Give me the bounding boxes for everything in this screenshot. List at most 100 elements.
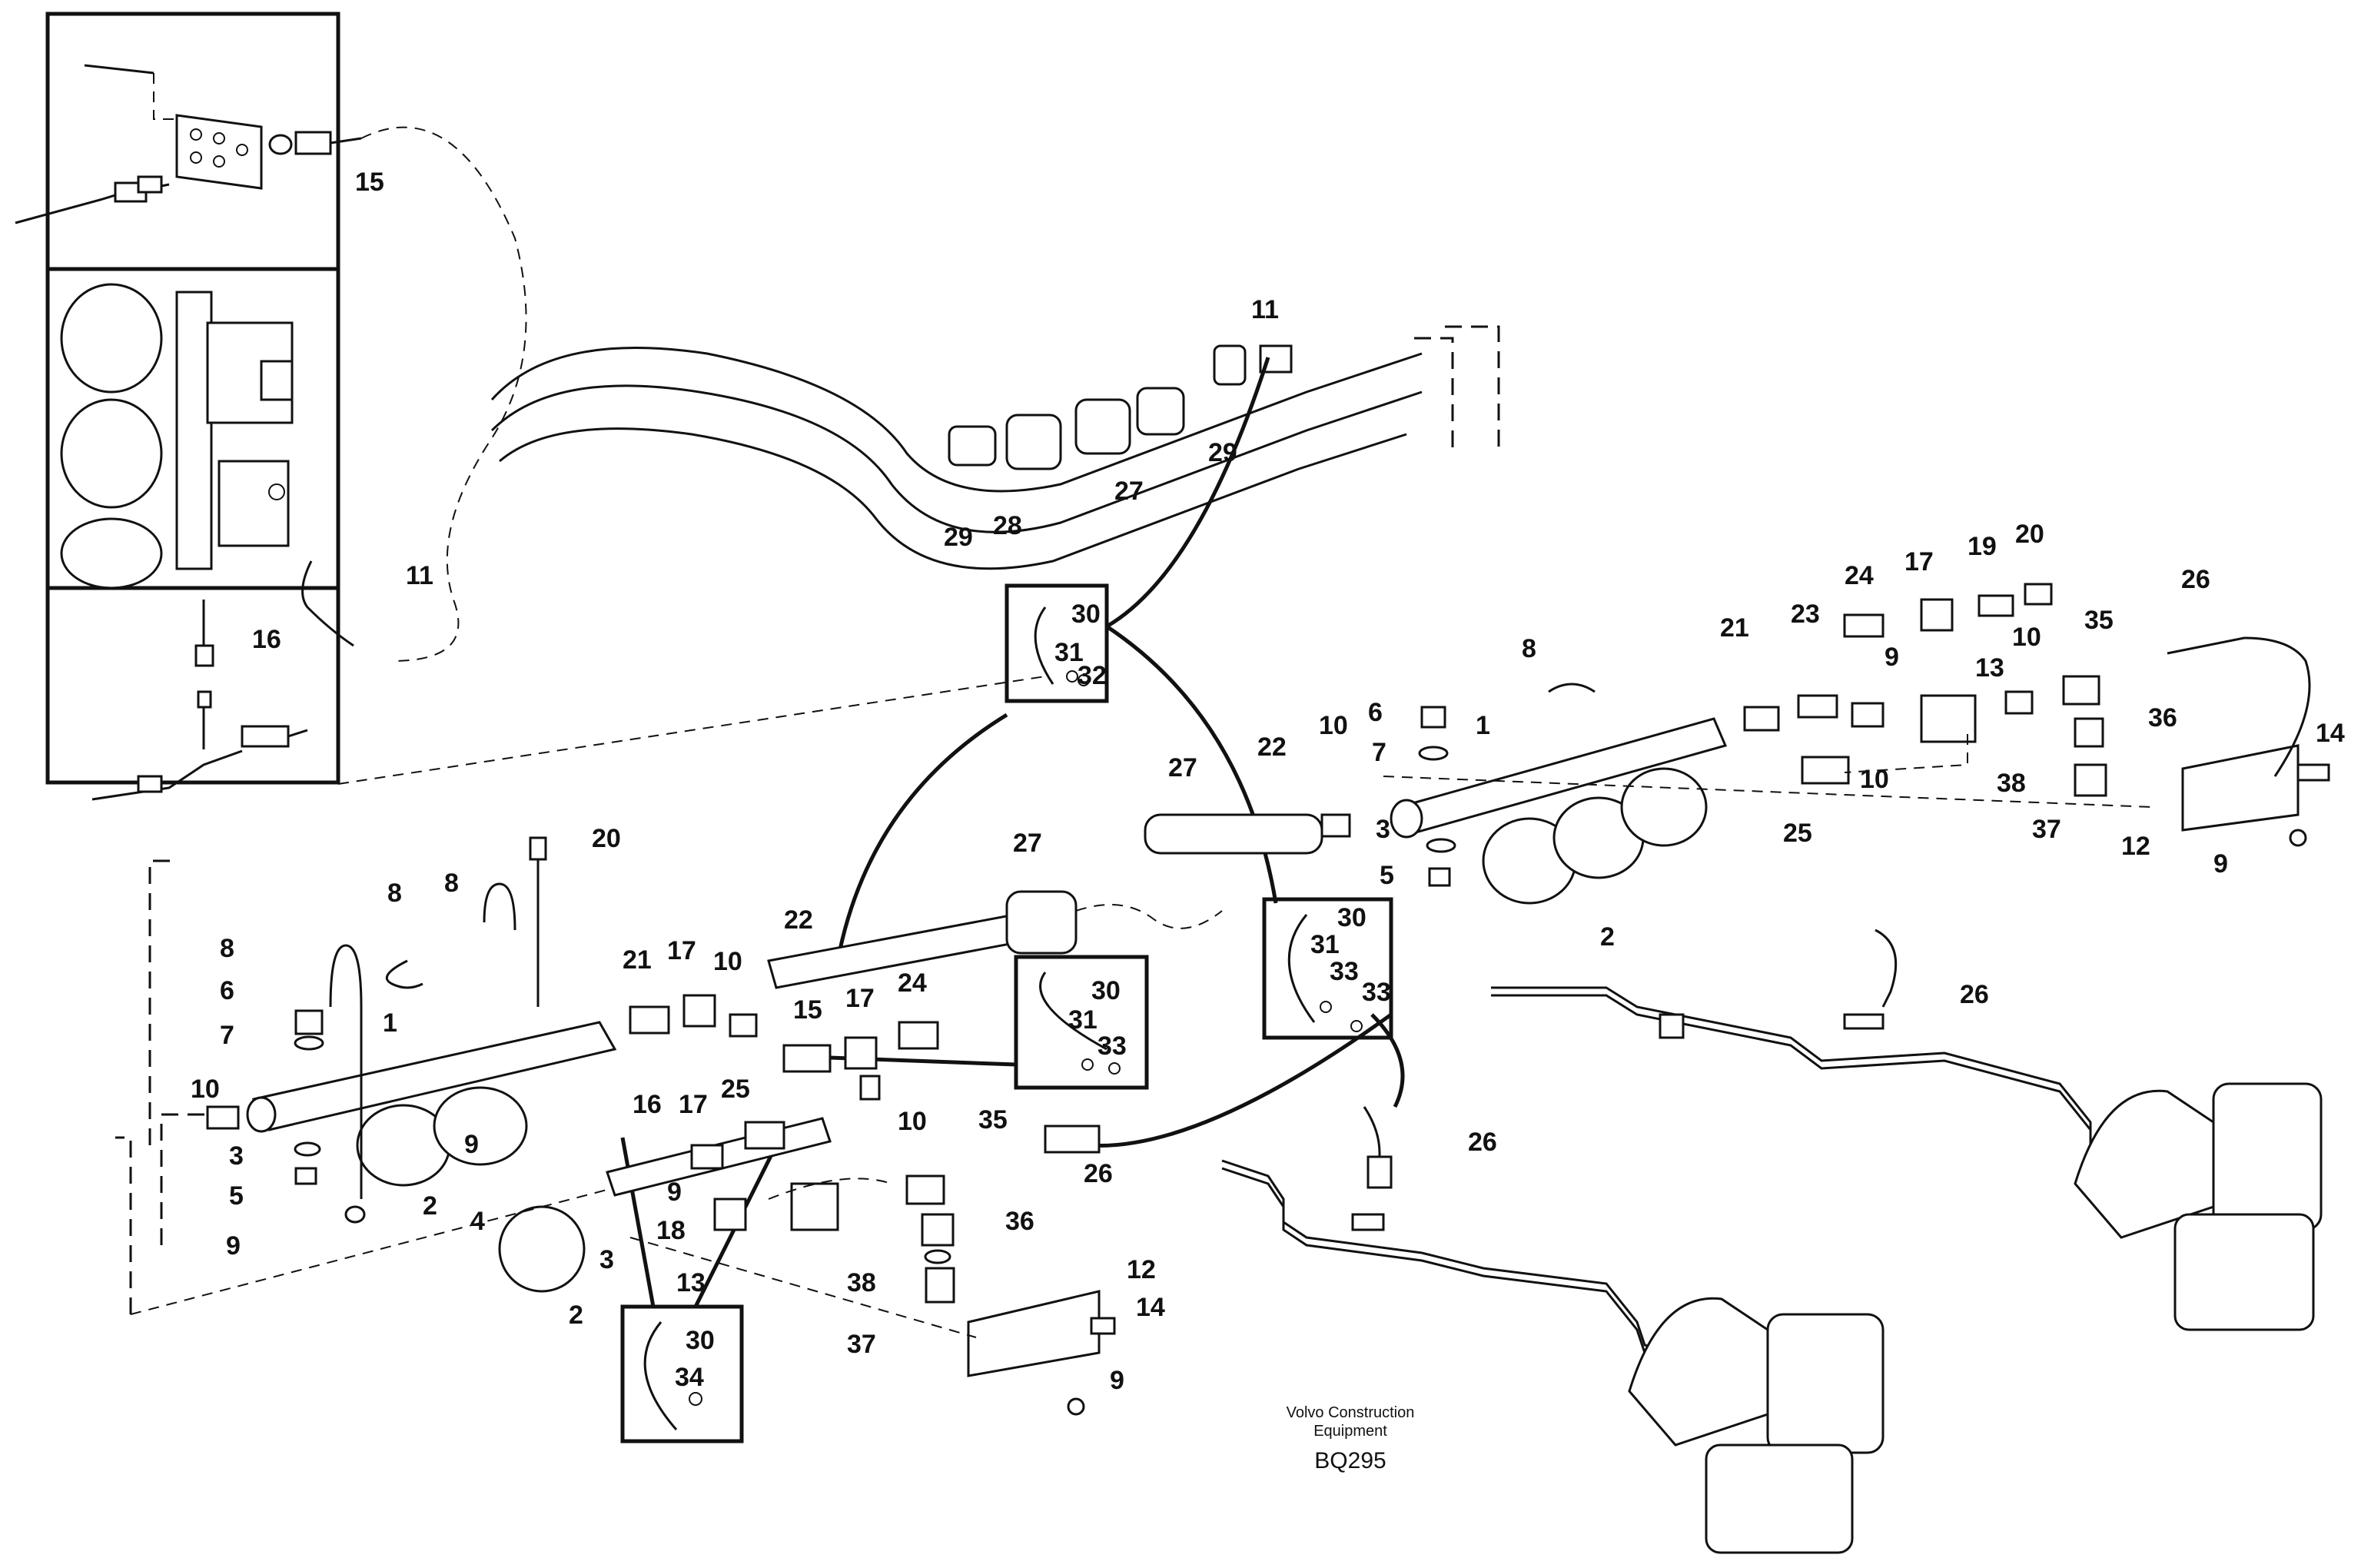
block-13b: [1920, 694, 1977, 743]
caption-division: Equipment: [1313, 1423, 1387, 1440]
callout: 3: [1376, 815, 1390, 844]
callout: 8: [1522, 634, 1536, 663]
lower-pipework: [1221, 929, 2122, 1370]
bleed-20: [529, 836, 547, 861]
callout: 26: [1468, 1128, 1497, 1157]
callout: 2: [569, 1301, 583, 1330]
hose-bundle: [490, 325, 1500, 570]
callout: 17: [845, 984, 875, 1013]
fitting-25: [744, 1121, 785, 1150]
callout: 9: [226, 1231, 241, 1261]
callout: 6: [1368, 698, 1383, 727]
tee-17: [844, 1036, 878, 1070]
fitting-24b: [1843, 613, 1885, 638]
callout: 17: [1904, 547, 1934, 576]
middle-tube: [606, 890, 1223, 1416]
detail-box-lower: [620, 1304, 744, 1443]
callout: 35: [978, 1105, 1008, 1134]
fitting-10c: [2004, 690, 2034, 715]
callout: 9: [667, 1178, 682, 1207]
u-bolt-8c: [1548, 683, 1596, 693]
callout: 12: [1127, 1255, 1156, 1284]
callout: 38: [847, 1268, 876, 1297]
elbow-18: [713, 1198, 747, 1231]
callout: 21: [623, 945, 652, 975]
callout: 23: [1791, 600, 1820, 629]
callout: 10: [2012, 623, 2041, 652]
callout: 14: [1136, 1293, 1165, 1322]
connector-plate: [15, 64, 362, 224]
callout: 14: [2316, 719, 2345, 748]
hose-26b: [2167, 636, 2311, 777]
callout: 8: [444, 869, 459, 898]
plug-6b: [1420, 706, 1446, 729]
callout: 8: [220, 934, 234, 963]
hose-end-26: [1044, 1125, 1101, 1154]
callout: 17: [667, 936, 696, 965]
hydraulic-motors: [1628, 1082, 2323, 1554]
callout: 10: [713, 947, 742, 976]
drawing-code: BQ295: [1314, 1448, 1386, 1473]
callout: 20: [592, 824, 621, 853]
callout: 37: [2032, 815, 2061, 844]
callout: 35: [2084, 606, 2114, 635]
accumulator-2c: [498, 1205, 586, 1293]
plug-10: [206, 1105, 240, 1130]
fitting-21: [629, 1005, 670, 1035]
fitting-21b: [1743, 706, 1780, 732]
clamp-29b: [1213, 344, 1247, 386]
fitting-37: [925, 1267, 955, 1304]
callout: 10: [1860, 765, 1889, 794]
fitting-25b: [1801, 756, 1850, 785]
fitting-24: [898, 1021, 939, 1050]
callout: 30: [1071, 600, 1101, 629]
callout: 7: [1372, 738, 1386, 767]
caption-company: Volvo Construction: [1287, 1404, 1415, 1421]
callout: 15: [793, 995, 822, 1025]
bracket-12b: [2181, 744, 2300, 832]
left-manifold: [115, 836, 758, 1315]
sleeve-27d: [1144, 813, 1323, 855]
u-bolt-8b: [483, 882, 516, 931]
callout: 26: [1960, 980, 1989, 1009]
motor-housing-b: [1628, 1297, 1769, 1447]
callout: 15: [355, 168, 384, 197]
fitting-37b: [2074, 763, 2107, 797]
callout: 27: [1114, 477, 1144, 506]
fitting-17b: [690, 1144, 724, 1170]
callout: 1: [1476, 711, 1490, 740]
callout: 33: [1098, 1031, 1127, 1061]
callout: 21: [1720, 613, 1749, 643]
callout: 32: [1078, 661, 1107, 690]
callout: 4: [470, 1207, 485, 1236]
callout: 20: [2015, 520, 2044, 549]
callout: 27: [1013, 829, 1042, 858]
drawing-caption: Volvo Construction Equipment BQ295: [1287, 1404, 1415, 1473]
callout: 18: [656, 1216, 686, 1245]
callout: 34: [675, 1363, 704, 1392]
tee-35b: [2062, 675, 2100, 706]
nut-36: [921, 1213, 955, 1247]
u-bolt-8a: [329, 944, 363, 1199]
callout: 1: [383, 1008, 397, 1038]
callout: 26: [2181, 565, 2210, 594]
clamp-29: [948, 425, 997, 467]
callout: 3: [599, 1245, 614, 1274]
callout: 26: [1084, 1159, 1113, 1188]
callout: 6: [220, 976, 234, 1005]
bolt-14: [1090, 1317, 1116, 1335]
reference-arrows: [620, 357, 1405, 1308]
callout: 36: [2148, 703, 2177, 733]
sleeve-27c: [1005, 890, 1078, 955]
callout: 28: [993, 511, 1022, 540]
callout: 33: [1330, 957, 1359, 986]
block-13: [790, 1182, 839, 1231]
callout: 16: [633, 1090, 662, 1119]
detail-box-middle: [1014, 955, 1149, 1090]
fitting-19: [1977, 594, 2014, 617]
callout: 19: [1968, 532, 1997, 561]
callout: 31: [1068, 1005, 1098, 1035]
callout: 9: [464, 1130, 479, 1159]
callout: 10: [191, 1075, 220, 1104]
